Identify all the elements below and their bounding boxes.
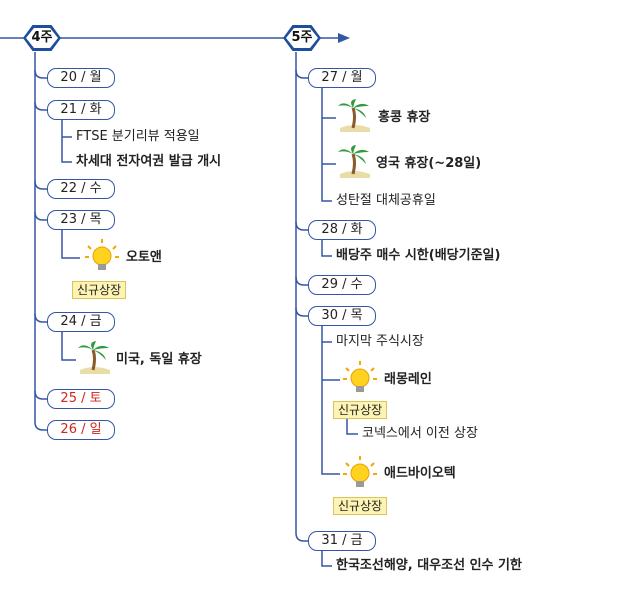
day-30[interactable]: 30 / 목: [308, 306, 376, 326]
new-listing-badge: 신규상장: [72, 281, 127, 299]
arrow-head-icon: [338, 33, 350, 43]
event-us-germany-holiday: 미국, 독일 휴장: [116, 352, 202, 367]
week-5-node[interactable]: 5주: [283, 25, 321, 51]
day-31[interactable]: 31 / 금: [308, 531, 376, 551]
day-29[interactable]: 29 / 수: [308, 275, 376, 295]
day-22[interactable]: 22 / 수: [47, 179, 115, 199]
palm-tree-icon: [338, 145, 370, 178]
week-4-label: 4주: [31, 30, 53, 45]
week-5-label: 5주: [291, 30, 313, 45]
event-konex-transfer: 코넥스에서 이전 상장: [362, 426, 478, 441]
palm-tree-icon: [338, 99, 370, 132]
day-26[interactable]: 26 / 일: [47, 420, 115, 440]
new-listing-badge: 신규상장: [333, 497, 388, 515]
event-e-passport: 차세대 전자여권 발급 개시: [76, 154, 222, 169]
event-christmas-substitute: 성탄절 대체공휴일: [336, 193, 436, 208]
event-otoen: 오토앤: [126, 250, 162, 265]
event-uk-holiday: 영국 휴장(~28일): [376, 156, 482, 171]
day-25[interactable]: 25 / 토: [47, 389, 115, 409]
event-last-market: 마지막 주식시장: [336, 334, 424, 349]
day-28[interactable]: 28 / 화: [308, 220, 376, 240]
new-listing-badge: 신규상장: [333, 401, 388, 419]
event-ad-biotech: 애드바이오텍: [384, 466, 456, 481]
lightbulb-icon: [343, 456, 377, 487]
day-27[interactable]: 27 / 월: [308, 68, 376, 88]
event-ksoe-dsme-deadline: 한국조선해양, 대우조선 인수 기한: [336, 558, 522, 573]
event-dividend-deadline: 배당주 매수 시한(배당기준일): [336, 248, 501, 263]
week-4-node[interactable]: 4주: [23, 25, 61, 51]
event-ftse-review: FTSE 분기리뷰 적용일: [76, 129, 200, 144]
palm-tree-icon: [78, 341, 110, 374]
day-23[interactable]: 23 / 목: [47, 210, 115, 230]
lightbulb-icon: [85, 239, 119, 270]
event-raemong-rain: 래몽레인: [384, 372, 432, 387]
lightbulb-icon: [343, 361, 377, 392]
day-24[interactable]: 24 / 금: [47, 312, 115, 332]
day-21[interactable]: 21 / 화: [47, 100, 115, 120]
event-hongkong-holiday: 홍콩 휴장: [378, 110, 431, 125]
day-20[interactable]: 20 / 월: [47, 68, 115, 88]
